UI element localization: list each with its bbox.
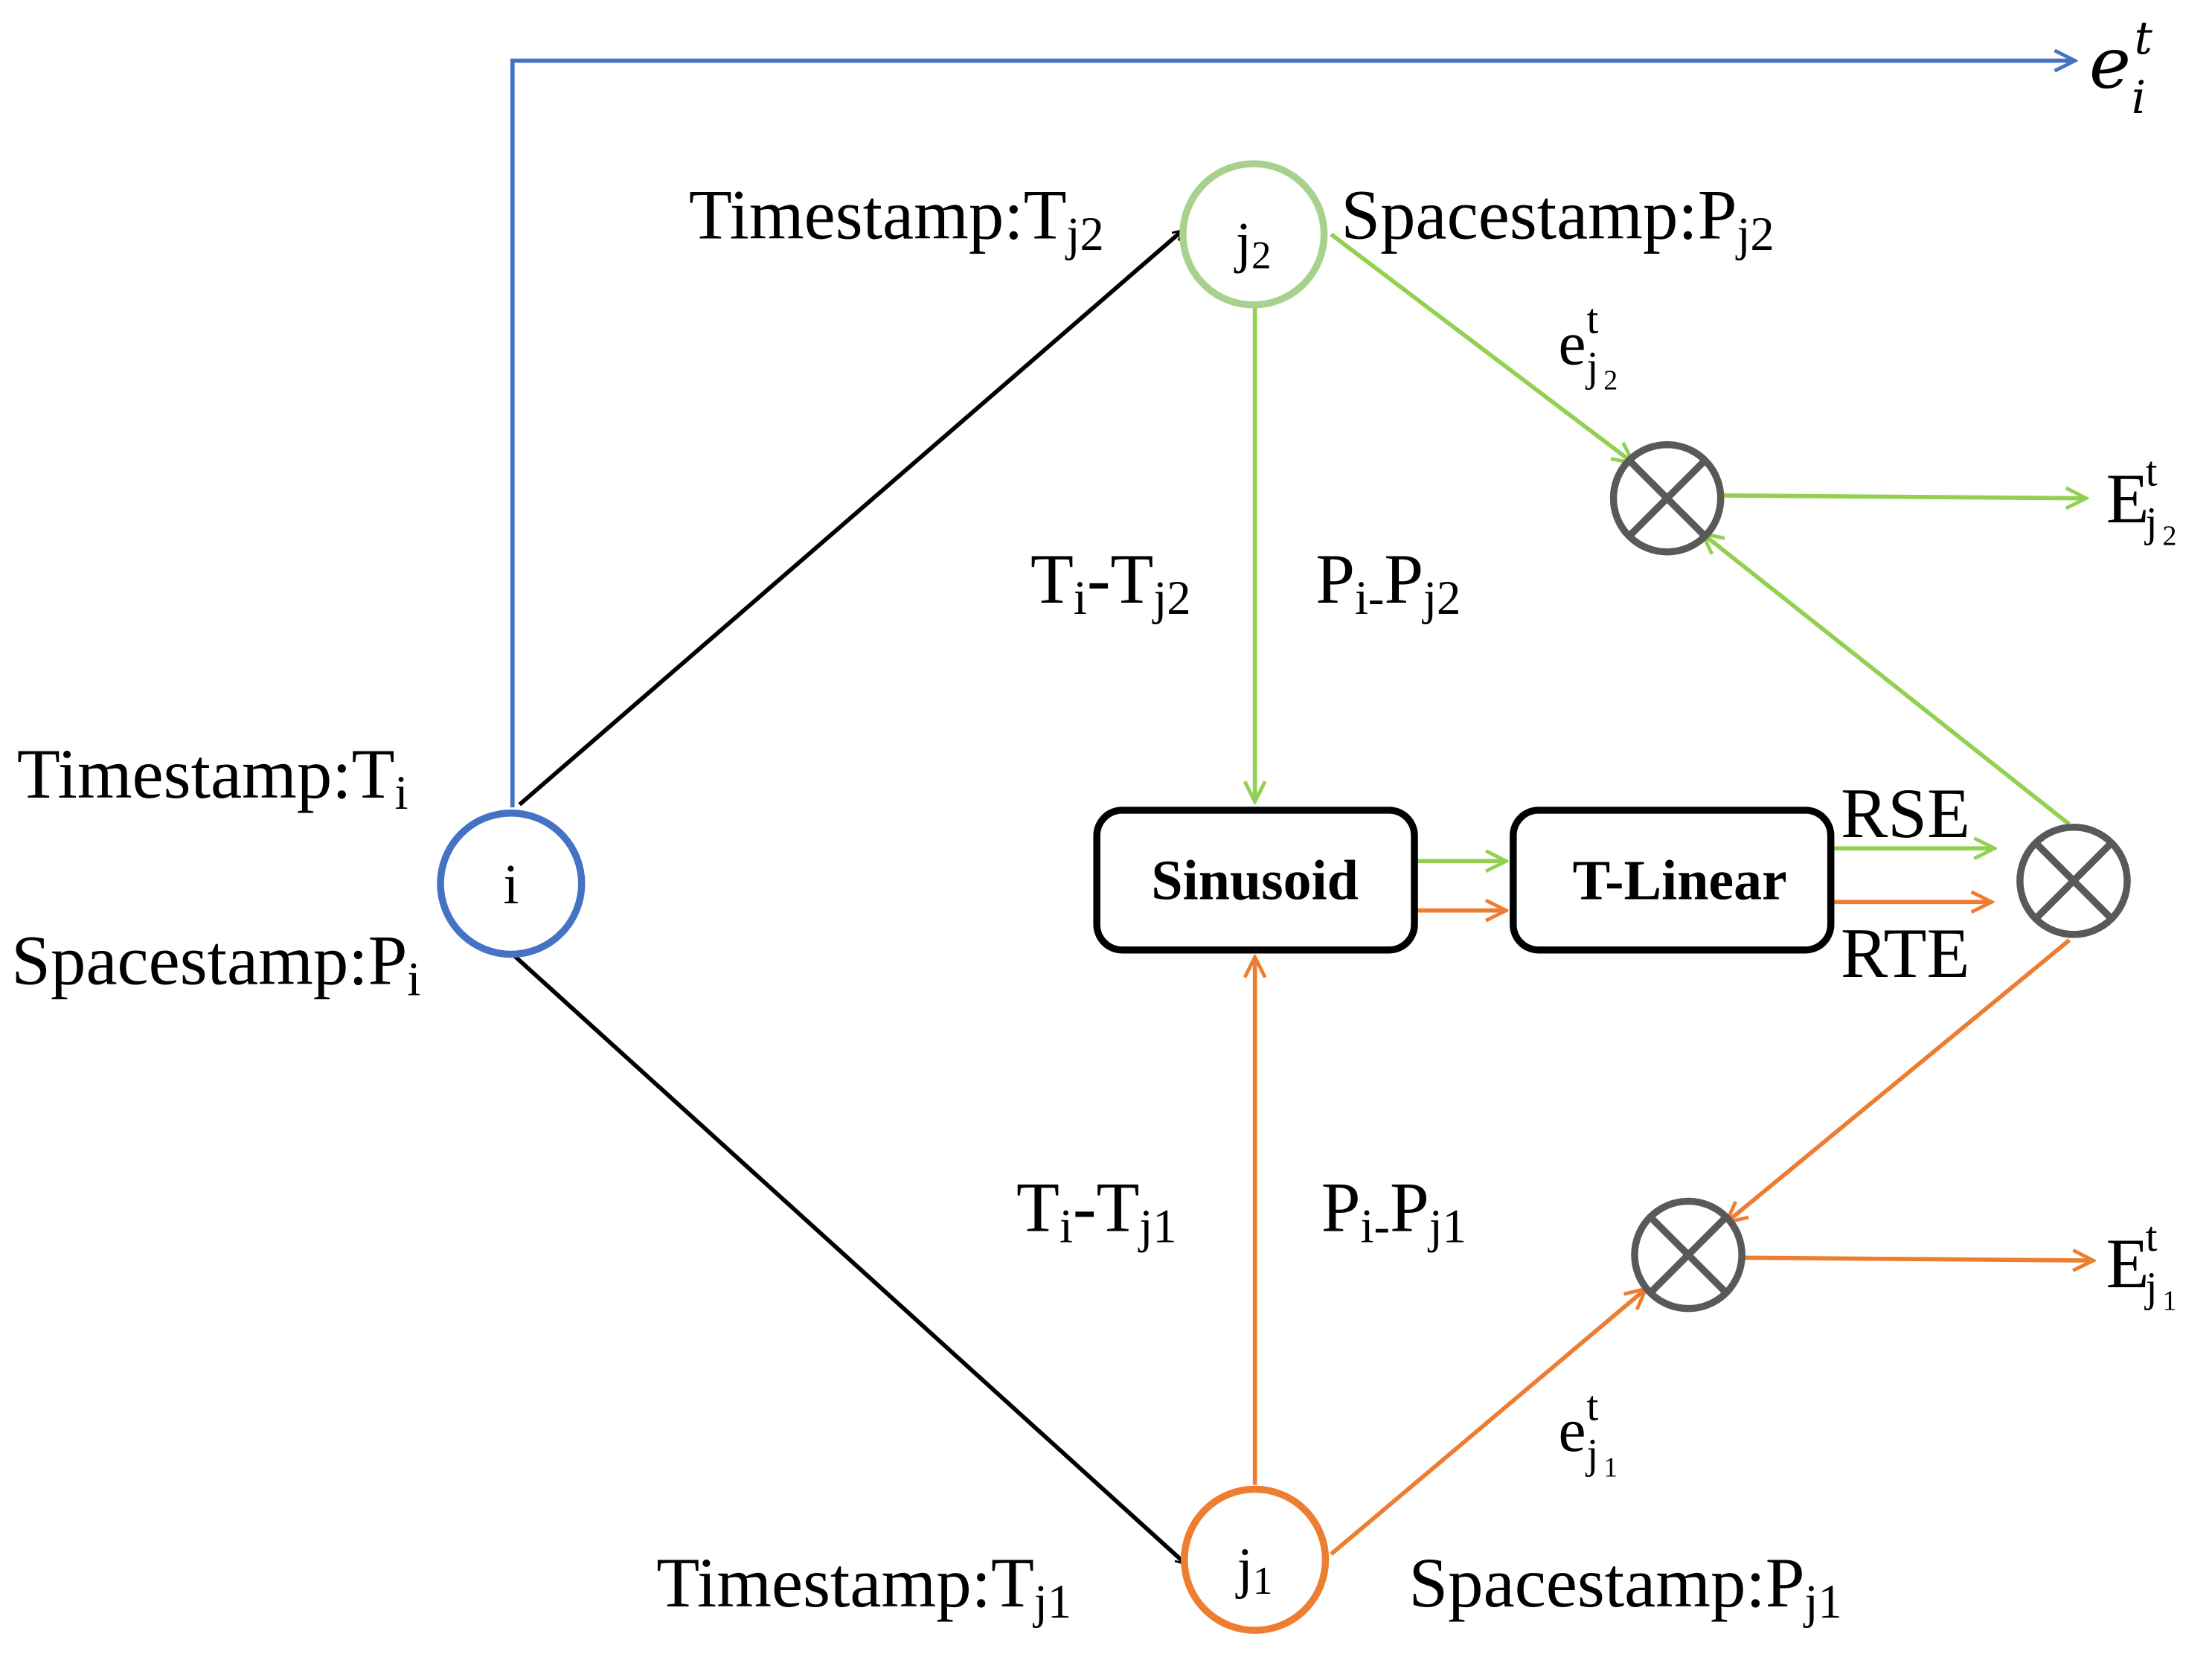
svg-text:Sinusoid: Sinusoid	[1151, 849, 1358, 911]
node-j1: j1	[1181, 1485, 1330, 1634]
svg-text:t: t	[2135, 13, 2153, 65]
multiply-icon-right	[2016, 823, 2131, 938]
timestamp-j2-label: Timestamp:Tj2	[689, 176, 1104, 260]
svg-text:2: 2	[2162, 520, 2176, 551]
node-j1-label: j	[1235, 1536, 1253, 1599]
e-j1-label: e t j 1	[1559, 1382, 1618, 1483]
edges	[509, 61, 2094, 1566]
timestamp-j1-label: Timestamp:Tj1	[656, 1543, 1071, 1628]
node-j2-label-sub: 2	[1251, 234, 1272, 277]
E-j1-label: E t j 1	[2106, 1214, 2177, 1317]
rte-label: RTE	[1841, 914, 1969, 993]
space-diff-j2-label: Pi-Pj2	[1315, 539, 1461, 624]
svg-text:j: j	[1585, 344, 1598, 391]
time-diff-j2-label: Ti-Tj2	[1030, 539, 1191, 624]
edge-mult-bottom-to-E-j1	[1744, 1257, 2094, 1260]
svg-text:t: t	[1586, 296, 1598, 343]
svg-text:j: j	[2144, 499, 2158, 546]
multiply-icon-bottom	[1631, 1197, 1745, 1313]
tlinear-label: T-Linear	[1573, 849, 1787, 911]
svg-text:i: i	[503, 853, 519, 916]
sinusoid-box: Sinusoid	[1093, 807, 1418, 954]
e-i-label: e t i	[2089, 13, 2153, 124]
svg-text:1: 1	[2162, 1286, 2176, 1317]
svg-text:t: t	[2146, 449, 2158, 496]
rse-label: RSE	[1841, 774, 1970, 853]
svg-text:E: E	[2106, 1224, 2150, 1303]
svg-text:E: E	[2106, 459, 2150, 538]
edge-i-to-output	[510, 61, 2075, 808]
svg-text:j1: j1	[1235, 1536, 1273, 1602]
svg-text:1: 1	[1603, 1452, 1618, 1483]
svg-text:j: j	[2144, 1264, 2158, 1311]
svg-text:e: e	[1559, 310, 1586, 378]
svg-text:T-Linear: T-Linear	[1573, 849, 1787, 911]
time-diff-j1-label: Ti-Tj1	[1016, 1167, 1177, 1252]
tlinear-box: T-Linear	[1510, 807, 1835, 954]
E-j2-label: E t j 2	[2106, 449, 2177, 552]
node-j1-circle	[1181, 1485, 1330, 1634]
svg-text:e: e	[2089, 23, 2131, 105]
edge-j1-to-mult-bottom	[1330, 1289, 1646, 1556]
svg-text:i: i	[2132, 72, 2146, 124]
node-j2-label: j	[1234, 211, 1251, 274]
edge-i-to-j2	[518, 228, 1183, 807]
svg-text:2: 2	[1603, 365, 1618, 397]
edge-mult-top-to-E-j2	[1722, 496, 2086, 499]
timestamp-i-label: Timestamp:Ti	[17, 734, 408, 819]
node-i-label: i	[503, 853, 519, 916]
edge-j2-to-mult-top	[1330, 232, 1633, 463]
sinusoid-label: Sinusoid	[1151, 849, 1358, 911]
node-i: i	[437, 809, 586, 958]
space-diff-j1-label: Pi-Pj1	[1321, 1167, 1466, 1252]
node-i-circle	[437, 809, 586, 958]
edge-i-to-j1	[509, 951, 1186, 1566]
svg-text:j: j	[1585, 1431, 1598, 1478]
svg-text:e: e	[1559, 1397, 1586, 1465]
spacestamp-j2-label: Spacestamp:Pj2	[1341, 176, 1774, 260]
svg-text:j2: j2	[1234, 211, 1272, 277]
svg-text:t: t	[2146, 1214, 2158, 1260]
edge-mult-right-to-mult-bottom	[1726, 938, 2071, 1222]
e-j2-label: e t j 2	[1559, 296, 1618, 397]
node-j2-circle	[1179, 160, 1328, 309]
multiply-icon-top	[1609, 440, 1725, 556]
svg-text:t: t	[1586, 1382, 1598, 1429]
node-j2: j2	[1179, 160, 1328, 309]
node-j1-label-sub: 1	[1253, 1560, 1273, 1603]
edge-mult-right-to-mult-top	[1702, 533, 2071, 827]
spacestamp-j1-label: Spacestamp:Pj1	[1408, 1543, 1841, 1628]
spacestamp-i-label: Spacestamp:Pi	[11, 920, 420, 1005]
